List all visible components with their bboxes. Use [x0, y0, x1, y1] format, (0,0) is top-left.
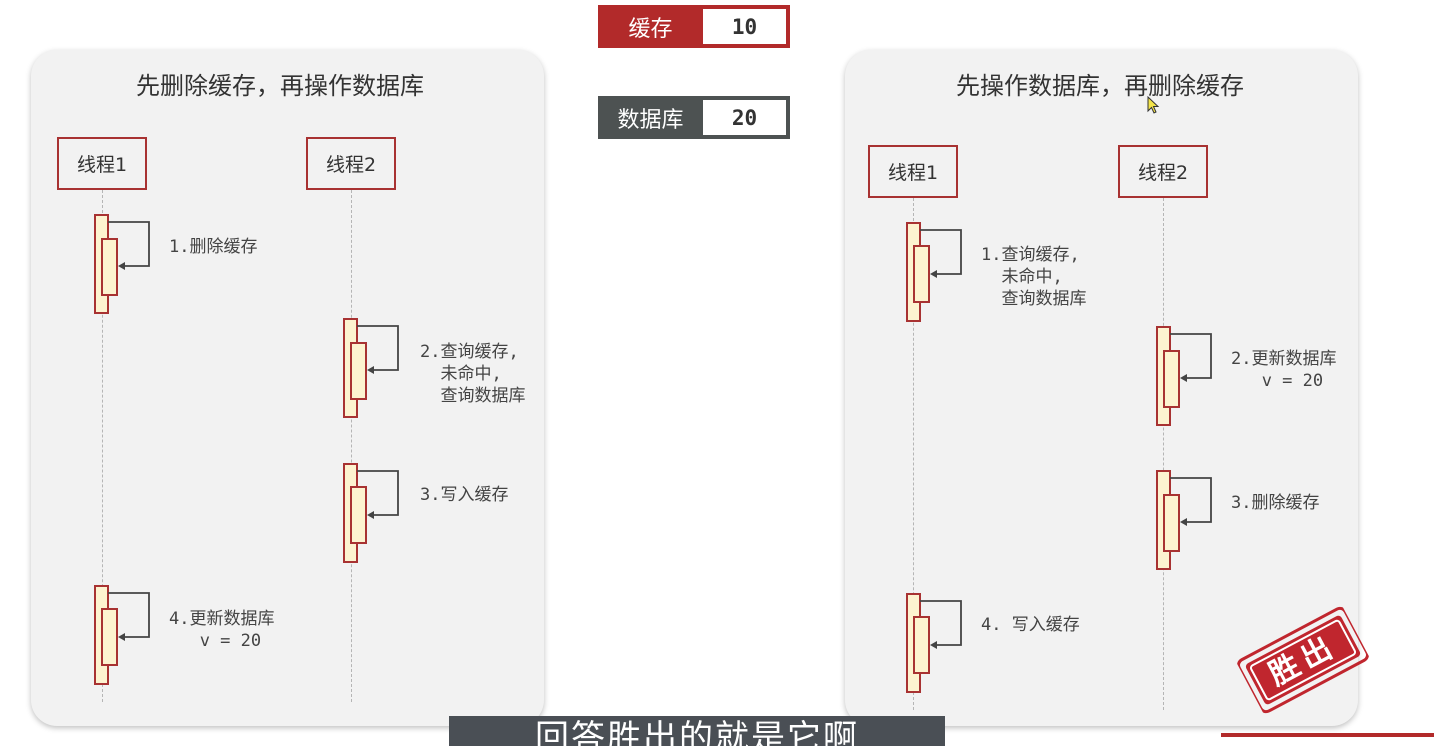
left-thread2-box: 线程2: [306, 137, 396, 190]
cache-status: 缓存 10: [598, 5, 790, 48]
right-self-arrow-2: [1170, 333, 1212, 382]
left-step-4: 4.更新数据库 v = 20: [169, 609, 275, 651]
stamp-icon: 胜出: [1237, 606, 1369, 714]
right-panel-title: 先操作数据库，再删除缓存: [956, 72, 1244, 100]
left-activation-4-inner: [101, 608, 118, 666]
left-self-arrow-3: [357, 470, 399, 519]
video-subtitle: 回答胜出的就是它啊: [449, 716, 945, 746]
right-step-2: 2.更新数据库 v = 20: [1231, 349, 1337, 391]
right-step-1: 1.查询缓存, 未命中, 查询数据库: [981, 245, 1087, 309]
left-step-1: 1.删除缓存: [169, 237, 258, 257]
right-thread1-box: 线程1: [868, 145, 958, 198]
database-status: 数据库 20: [598, 96, 790, 139]
right-lifeline-1: [913, 198, 914, 710]
winner-stamp: 胜出: [1229, 592, 1377, 728]
right-lifeline-2: [1163, 198, 1164, 710]
left-activation-3-inner: [350, 486, 367, 544]
right-step-4: 4. 写入缓存: [981, 615, 1080, 635]
left-step-2: 2.查询缓存, 未命中, 查询数据库: [420, 342, 526, 406]
left-self-arrow-1: [108, 221, 150, 270]
bottom-right-accent: [1221, 733, 1434, 737]
right-activation-1-inner: [913, 245, 930, 303]
right-self-arrow-3: [1170, 477, 1212, 526]
cache-value: 10: [703, 9, 786, 44]
cache-label: 缓存: [628, 16, 673, 42]
left-step-3: 3.写入缓存: [420, 485, 509, 505]
left-thread1-box: 线程1: [57, 137, 147, 190]
left-self-arrow-4: [108, 592, 150, 641]
right-thread2-box: 线程2: [1118, 145, 1208, 198]
left-self-arrow-2: [357, 325, 399, 374]
right-step-3: 3.删除缓存: [1231, 493, 1320, 513]
right-self-arrow-4: [920, 600, 962, 649]
database-value: 20: [703, 100, 786, 135]
left-panel-title: 先删除缓存，再操作数据库: [136, 72, 424, 100]
right-self-arrow-1: [920, 229, 962, 278]
right-activation-2-inner: [1163, 350, 1180, 408]
right-panel: [845, 50, 1358, 726]
right-activation-4-inner: [913, 616, 930, 674]
database-label: 数据库: [617, 107, 684, 133]
left-activation-2-inner: [350, 342, 367, 400]
mouse-cursor-icon: [1147, 96, 1160, 114]
subtitle-text: 回答胜出的就是它啊: [535, 718, 859, 746]
left-lifeline-1: [102, 190, 103, 702]
right-activation-3-inner: [1163, 494, 1180, 552]
left-activation-1-inner: [101, 238, 118, 296]
left-lifeline-2: [351, 190, 352, 702]
